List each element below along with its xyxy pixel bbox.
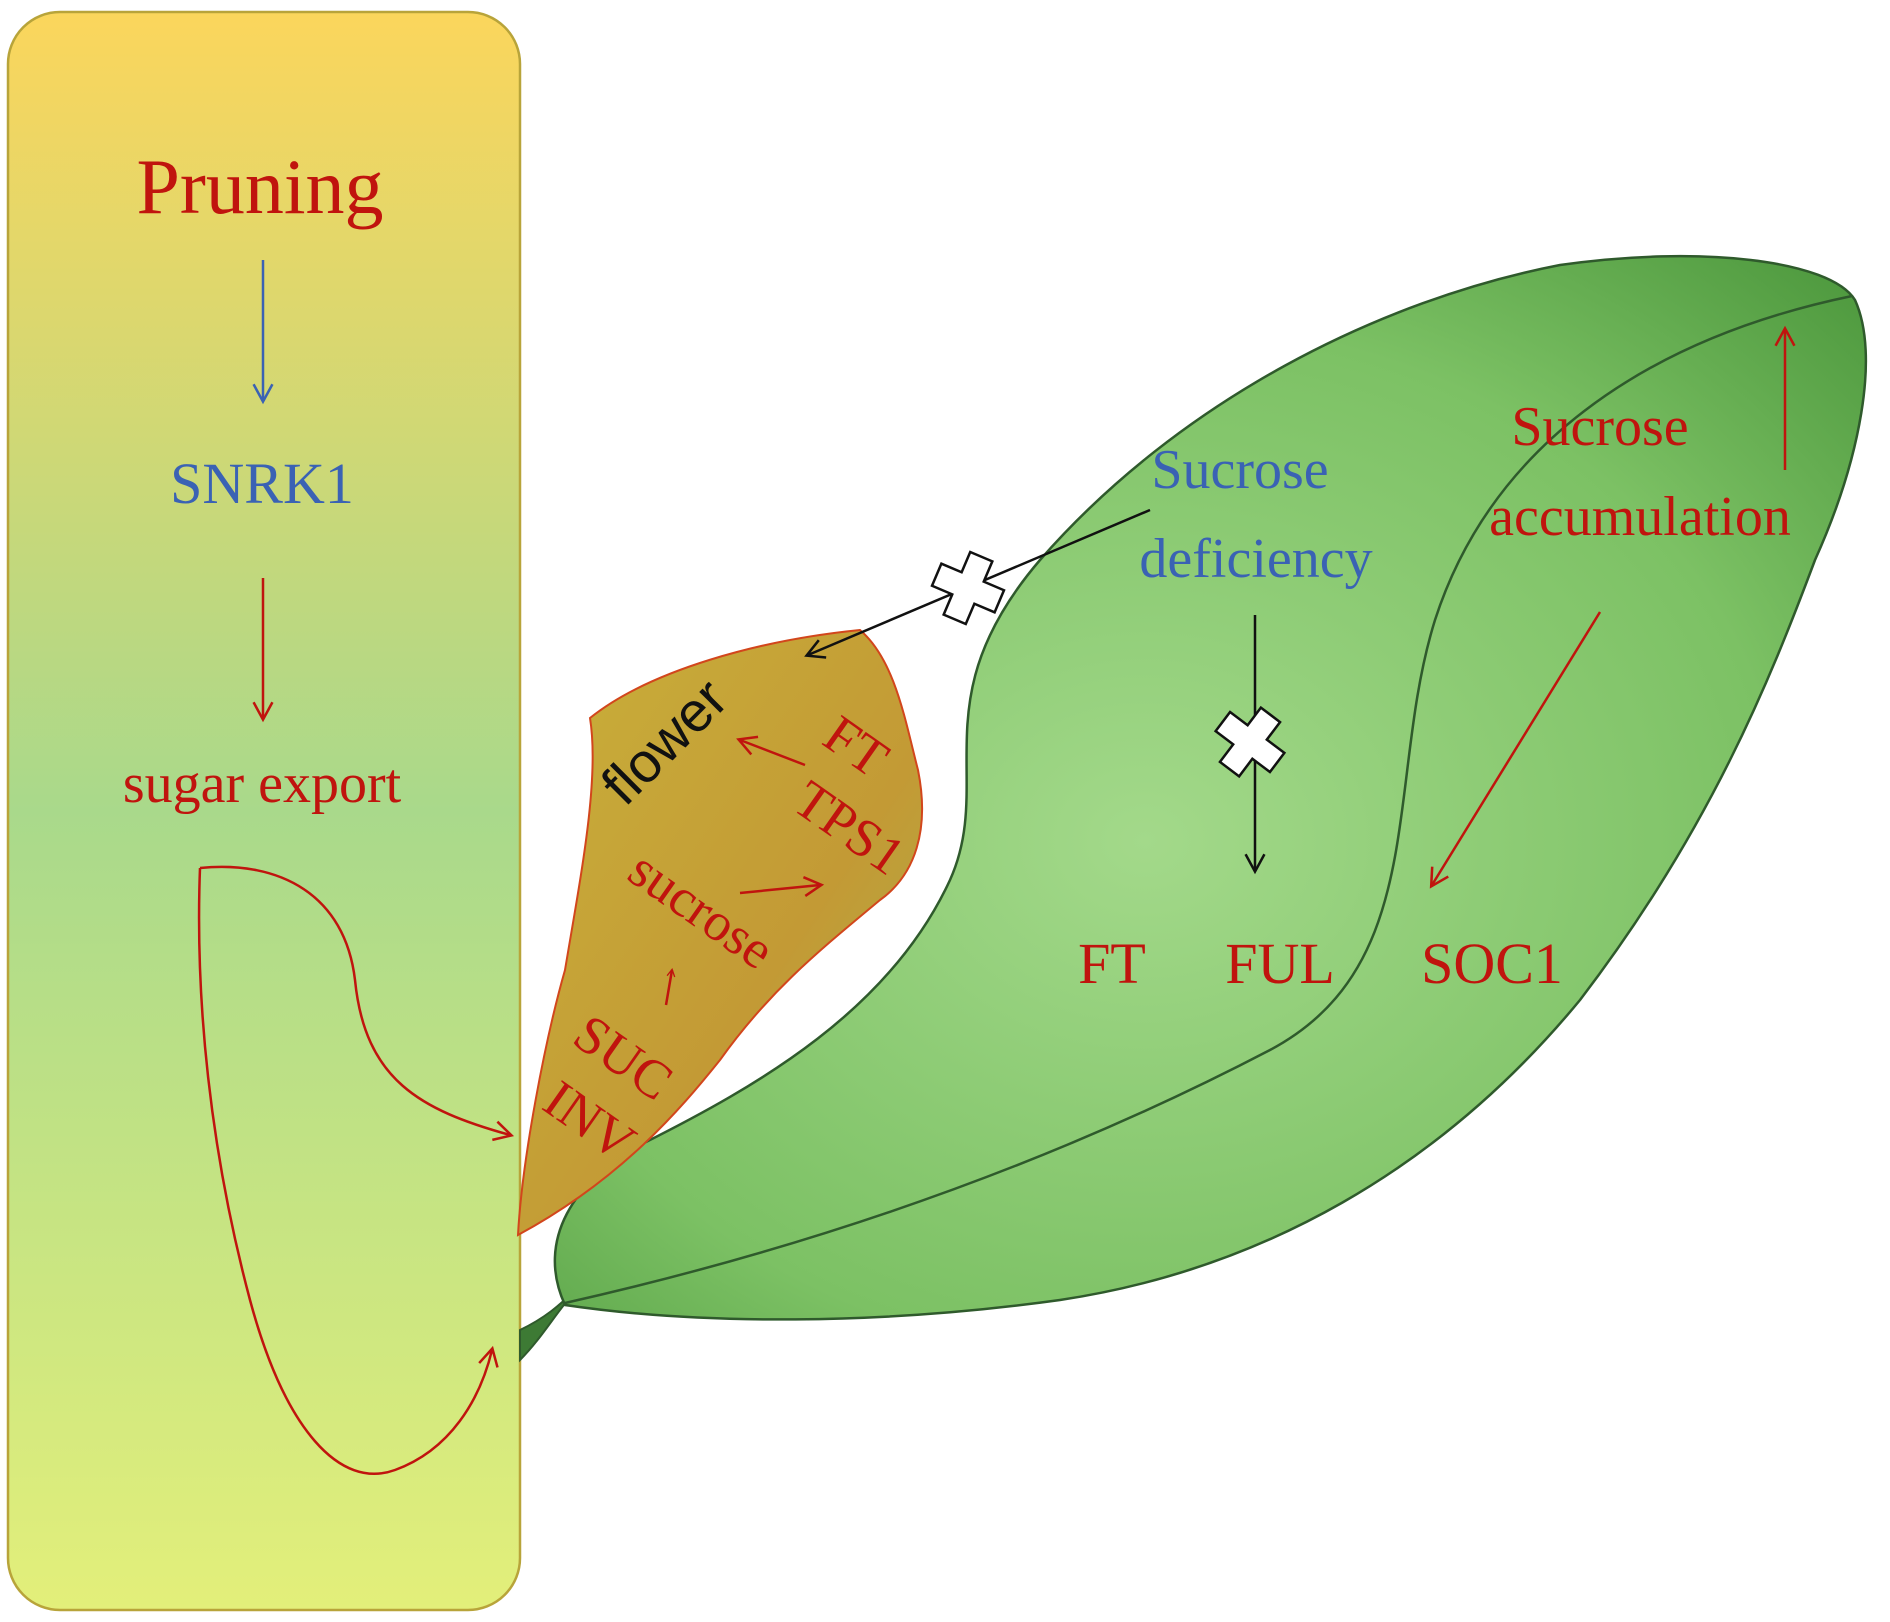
sucrose-accumulation-line1: Sucrose — [1511, 396, 1688, 458]
sucrose-deficiency-line2: deficiency — [1139, 528, 1372, 590]
sugar-export-label: sugar export — [123, 753, 402, 815]
arrow-sucrose-to-tps1 — [739, 876, 825, 897]
leaf-midrib — [564, 294, 1853, 1305]
leaf-gene-ft: FT — [1078, 931, 1146, 996]
leaf-gene-soc1: SOC1 — [1421, 931, 1563, 996]
sugar-flow-to-leaf-arrow — [197, 867, 499, 1476]
stem-box — [6, 10, 522, 1612]
arrow-suc-to-sucrose — [664, 970, 672, 1006]
leaf-blade — [553, 254, 1868, 1321]
flower-bud — [516, 628, 924, 1237]
leaf-gene-ful: FUL — [1225, 931, 1335, 996]
pruning-title: Pruning — [136, 143, 383, 230]
arrow-ft-to-flower — [736, 735, 806, 767]
arrow-accumulation-to-soc1 — [1429, 611, 1602, 889]
snrk1-label: SNRK1 — [170, 451, 354, 516]
sucrose-accumulation-line2: accumulation — [1489, 486, 1791, 548]
block-cross-icon — [1213, 705, 1287, 779]
sugar-flow-to-flower-arrow — [199, 865, 515, 1142]
sucrose-deficiency-line1: Sucrose — [1151, 439, 1328, 501]
block-cross-icon — [930, 550, 1006, 626]
